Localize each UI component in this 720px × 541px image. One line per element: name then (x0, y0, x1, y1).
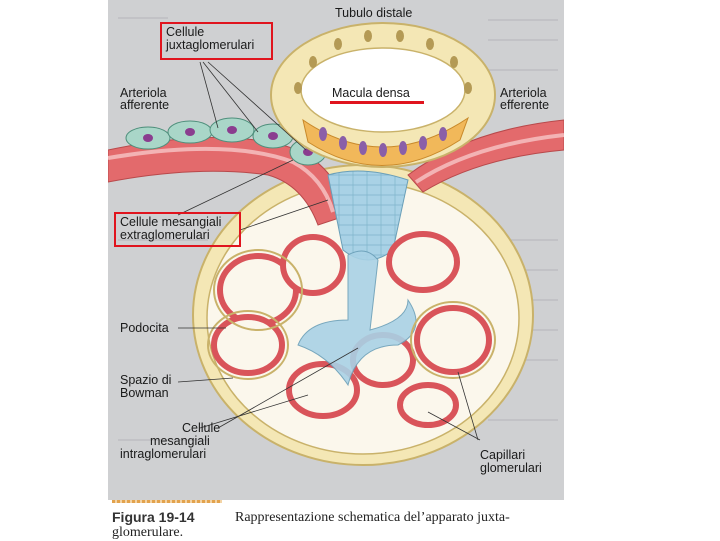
label-cellule-juxta-2: juxtaglomerulari (166, 38, 255, 52)
label-podocita: Podocita (120, 321, 169, 335)
label-arteriola-efferente-2: efferente (500, 98, 550, 112)
label-spazio-bowman-2: Bowman (120, 386, 169, 400)
label-capillari-2: glomerulari (480, 461, 542, 475)
highlight-box-juxta (160, 22, 273, 60)
label-capillari-1: Capillari (480, 448, 526, 462)
diagram-illustration (108, 17, 564, 466)
label-tubulo-distale: Tubulo distale (335, 6, 413, 20)
label-arteriola-afferente-1: Arteriola (120, 86, 167, 100)
label-macula-densa: Macula densa (332, 86, 410, 100)
juxtaglomerular-apparatus-diagram: Tubulo distale Cellule juxtaglomerulari … (108, 0, 564, 500)
label-spazio-bowman-1: Spazio di (120, 373, 172, 387)
caption-text-line2: glomerulare. (112, 525, 184, 540)
label-mesangiali-intra-3: intraglomerulari (120, 447, 207, 461)
label-arteriola-afferente-2: afferente (120, 98, 170, 112)
label-arteriola-efferente-1: Arteriola (500, 86, 547, 100)
leader-lines (177, 61, 481, 441)
underline-macula-densa (330, 101, 424, 104)
label-mesangiali-extra-1: Cellule mesangiali (120, 215, 222, 229)
figure-number: Figura 19-14 (112, 509, 195, 525)
label-cellule-juxta-1: Cellule (166, 25, 205, 39)
label-mesangiali-intra-1: Cellule (182, 421, 221, 435)
highlight-box-mesangiali (114, 212, 241, 247)
label-mesangiali-extra-2: extraglomerulari (120, 228, 210, 242)
mesangial-intraglomerular (297, 250, 417, 387)
efferent-arteriole (407, 119, 564, 193)
figure-caption: Figura 19-14 Rappresentazione schematica… (108, 500, 578, 540)
caption-text-line1: Rappresentazione schematica del’apparato… (235, 510, 510, 525)
caption-rule (112, 500, 222, 503)
macula-densa (302, 116, 469, 166)
label-mesangiali-intra-2: mesangiali (150, 434, 210, 448)
